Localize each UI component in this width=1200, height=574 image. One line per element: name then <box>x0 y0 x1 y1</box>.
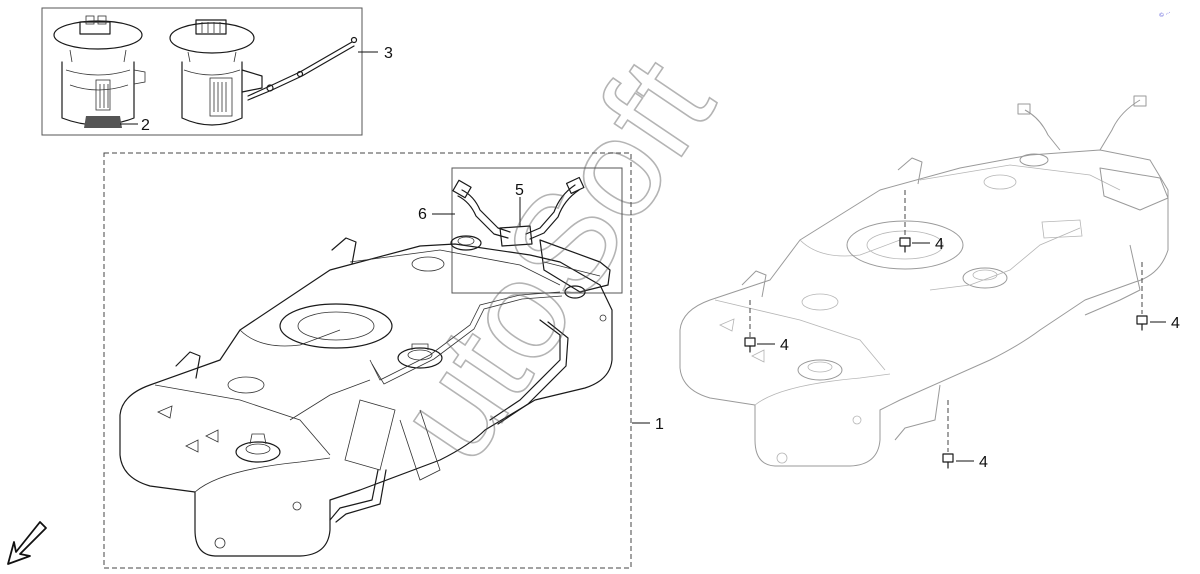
bolt-right[interactable] <box>1136 262 1148 331</box>
callout-1[interactable]: 1 <box>655 416 664 433</box>
tank-assembly-group: 6 5 1 <box>103 152 664 569</box>
arrow-down-left-icon <box>7 521 47 565</box>
callout-4c[interactable]: 4 <box>1171 315 1180 332</box>
bolt-bottom[interactable] <box>942 400 954 469</box>
mount-tab-top <box>331 237 357 265</box>
fuel-level-sender-rod[interactable] <box>247 36 358 101</box>
watermark-text: utoSoft <box>365 31 743 487</box>
callout-4b[interactable]: 4 <box>780 337 789 354</box>
ghost-tank-group: 4 4 4 4 <box>679 95 1180 471</box>
pump-module-right[interactable] <box>169 19 263 126</box>
pump-filter-mesh <box>84 116 122 128</box>
mount-tab-left <box>175 351 201 379</box>
breather-sub-frame <box>451 167 623 294</box>
callout-2[interactable]: 2 <box>141 117 150 134</box>
tank-assembly-frame <box>103 152 632 569</box>
callout-5[interactable]: 5 <box>515 182 524 199</box>
callout-3[interactable]: 3 <box>384 45 393 62</box>
pump-module-left[interactable] <box>53 15 146 128</box>
watermark-corner: © ... <box>1158 8 1171 20</box>
callout-4a[interactable]: 4 <box>935 236 944 253</box>
pump-flange-front[interactable] <box>235 433 281 463</box>
bolt-left[interactable] <box>744 300 756 353</box>
bolt-center[interactable] <box>899 190 911 253</box>
callout-6[interactable]: 6 <box>418 206 427 223</box>
callout-4d[interactable]: 4 <box>979 454 988 471</box>
pump-inset-frame <box>41 7 363 136</box>
pump-inset: 2 3 <box>41 7 393 136</box>
breather-valve-assembly[interactable] <box>452 176 611 299</box>
fuel-tank-ghost[interactable] <box>679 95 1169 467</box>
fuel-tank-main[interactable] <box>119 235 613 557</box>
watermark: utoSoft <box>364 30 744 487</box>
